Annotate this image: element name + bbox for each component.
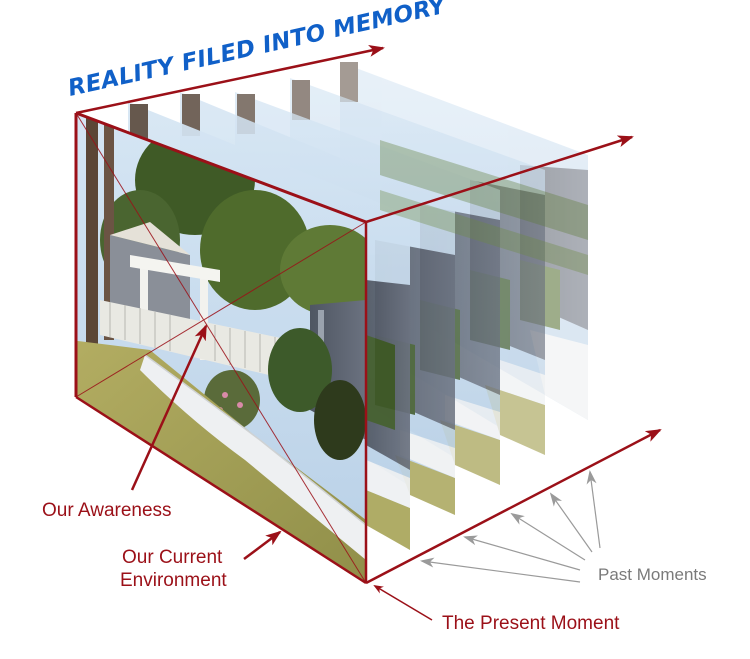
top-axis-arrow (75, 45, 385, 115)
present-moment-pointer-arrow (373, 584, 433, 621)
past-moments-pointers (420, 470, 601, 583)
front-panel-frame (74, 111, 368, 585)
environment-pointer-arrow (243, 530, 282, 560)
awareness-label: Our Awareness (42, 500, 172, 521)
awareness-pointer-arrow (130, 324, 208, 491)
environment-label-line2: Environment (120, 570, 227, 591)
bottom-axis-arrow (365, 428, 662, 585)
middle-axis-arrow (365, 135, 634, 224)
past-moments-label: Past Moments (598, 565, 707, 584)
present-moment-label: The Present Moment (442, 613, 620, 634)
time-axes (75, 45, 662, 585)
perspective-guides (75, 112, 367, 584)
environment-label-line1: Our Current (122, 547, 223, 568)
